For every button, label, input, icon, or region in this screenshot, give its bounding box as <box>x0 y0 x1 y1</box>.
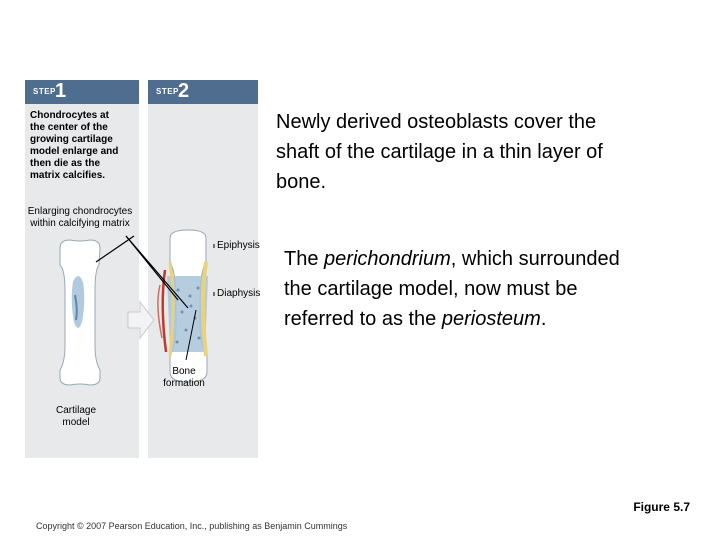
epiphysis-label: Epiphysis <box>217 240 260 252</box>
term-periosteum: periosteum <box>442 308 541 330</box>
enlarging-chondrocytes-label: Enlarging chondrocytes within calcifying… <box>24 206 136 230</box>
description-part1: The <box>284 248 324 270</box>
figure-label: Figure 5.7 <box>633 500 690 514</box>
diaphysis-label: Diaphysis <box>217 288 260 300</box>
cartilage-model-label: Cartilage model <box>48 405 104 429</box>
term-perichondrium: perichondrium <box>324 248 451 270</box>
bone-step2 <box>158 230 208 382</box>
description-part3: . <box>541 308 547 330</box>
bone-formation-label: Bone formation <box>156 366 212 390</box>
periosteum-description: The perichondrium, which surrounded the … <box>284 244 644 334</box>
osteoblast-callout: Newly derived osteoblasts cover the shaf… <box>276 107 636 197</box>
copyright: Copyright © 2007 Pearson Education, Inc.… <box>36 521 347 531</box>
cartilage-model-step1 <box>60 240 100 385</box>
